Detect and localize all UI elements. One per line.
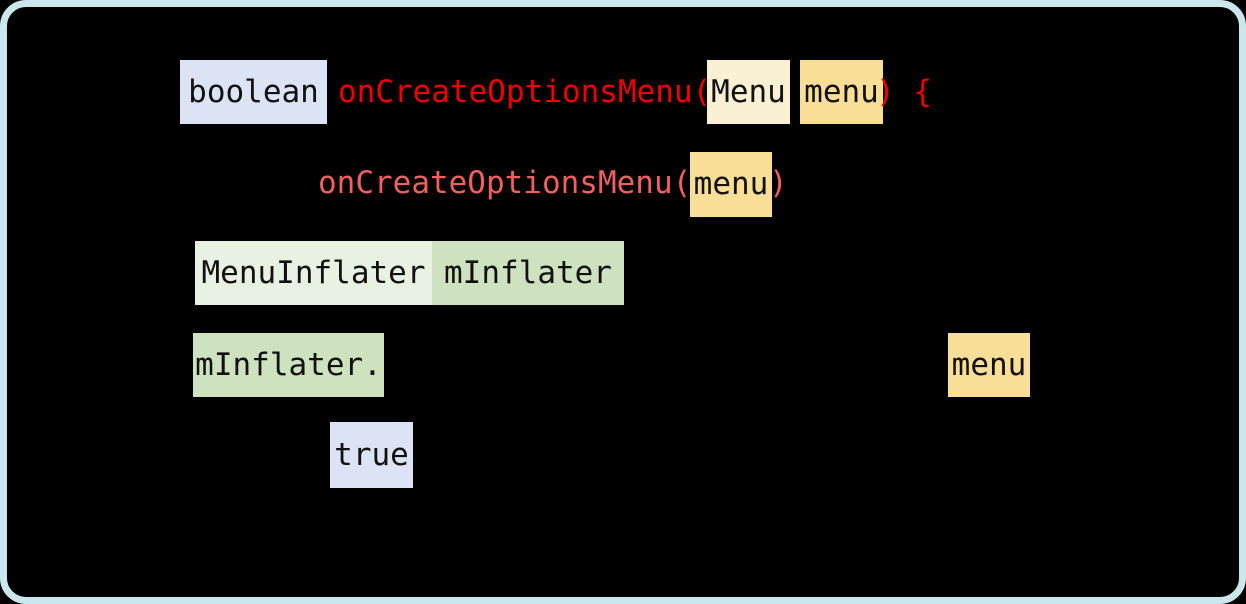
signature-close-brace-text: ) { <box>876 73 932 110</box>
return-true-chip[interactable]: true <box>330 422 413 488</box>
method-signature-text: onCreateOptionsMenu( <box>338 73 712 110</box>
class-menuinflater-chip[interactable]: MenuInflater <box>195 241 432 305</box>
super-method-call-text: onCreateOptionsMenu( <box>318 165 692 201</box>
arg-menu-chip[interactable]: menu <box>690 152 772 217</box>
param-type-menu-chip[interactable]: Menu <box>707 60 790 124</box>
inflate-arg-menu-chip[interactable]: menu <box>948 333 1030 397</box>
param-name-menu-chip[interactable]: menu <box>800 60 883 124</box>
variable-minflater-dot-chip[interactable]: mInflater. <box>193 333 384 397</box>
call-close-paren-text: ) <box>769 165 788 201</box>
variable-minflater-chip[interactable]: mInflater <box>432 241 624 305</box>
keyword-boolean-chip[interactable]: boolean <box>180 60 327 124</box>
